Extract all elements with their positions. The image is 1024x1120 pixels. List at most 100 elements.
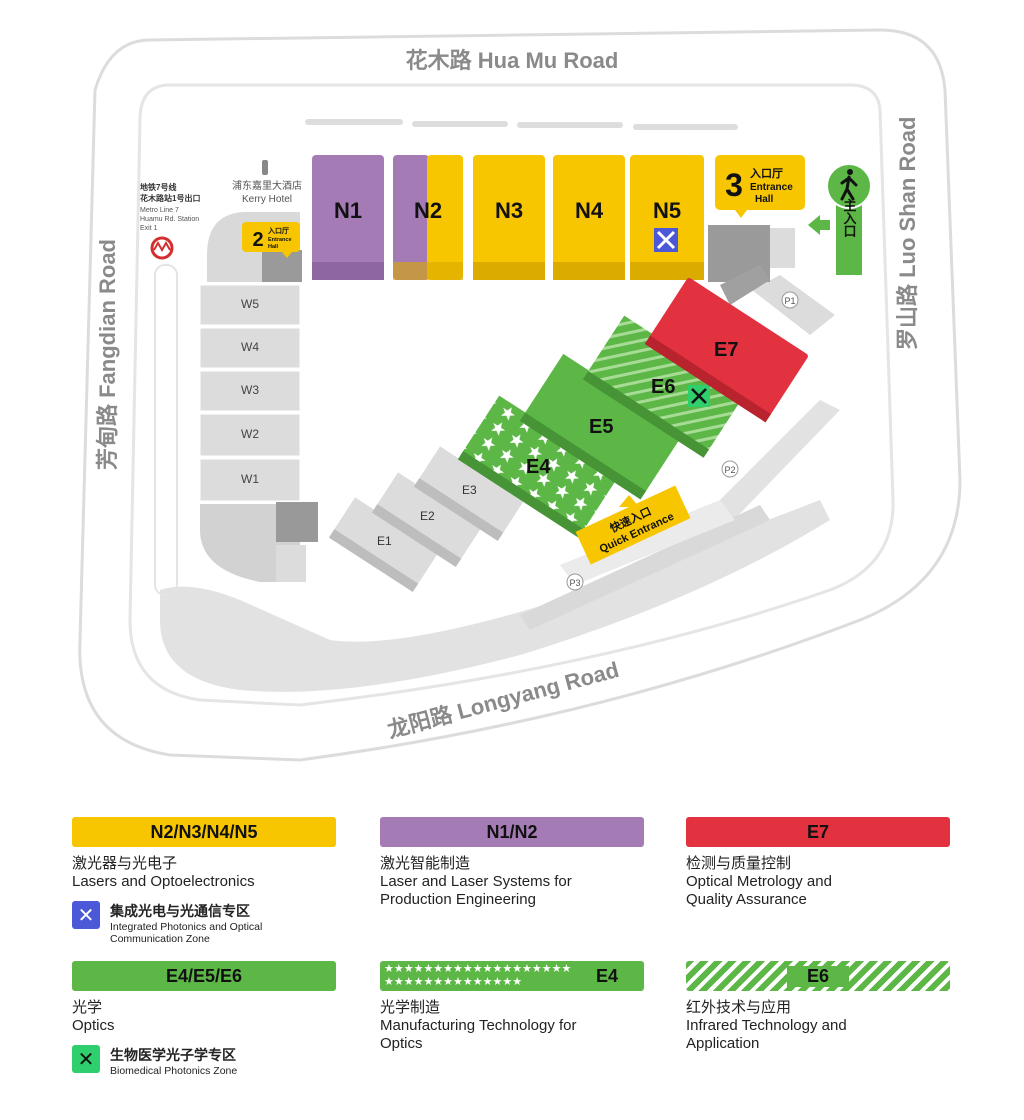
legend-zh: 激光智能制造 <box>380 855 471 872</box>
legend-bar-e4-e6: E4/E5/E6 <box>72 961 336 991</box>
hotel-name-en: Kerry Hotel <box>242 194 292 205</box>
n-halls: N1 N2 N3 N4 N5 <box>312 155 704 280</box>
metro-station-info: 地铁7号线 花木路站1号出口 Metro Line 7 Huamu Rd. St… <box>140 182 200 232</box>
metro-icon[interactable] <box>150 236 174 260</box>
road-label-north: 花木路 Hua Mu Road <box>406 48 619 73</box>
road-label-west: 芳甸路 Fangdian Road <box>95 239 120 470</box>
legend-en: Optics <box>72 1017 115 1034</box>
svg-text:Entrance: Entrance <box>750 182 793 193</box>
inner-road <box>128 83 895 707</box>
legend-laser-systems: N1/N2 激光智能制造 Laser and Laser Systems for… <box>380 817 644 909</box>
legend-zh: 光学制造 <box>380 999 441 1016</box>
legend-bar-e4: ★★★★★★★★★★★★★★★★★★★★★★★★★★★★★★★★★ E4 <box>380 961 644 991</box>
svg-text:Metro Line 7: Metro Line 7 <box>140 207 179 214</box>
svg-text:3: 3 <box>725 167 743 203</box>
hall-w3[interactable]: W3 <box>199 370 301 412</box>
hall-e1[interactable]: E1 <box>328 497 439 593</box>
svg-text:主入口: 主入口 <box>842 198 857 238</box>
biomedical-photonics-zone-icon <box>688 385 710 407</box>
legend-zh: 检测与质量控制 <box>686 855 792 872</box>
svg-text:N4: N4 <box>575 198 604 223</box>
hall-e4[interactable]: E4 <box>457 395 620 538</box>
legend-infrared: E6 红外技术与应用 Infrared Technology and Appli… <box>686 961 950 1053</box>
hall-n5[interactable]: N5 <box>630 155 704 280</box>
svg-text:Entrance: Entrance <box>268 237 292 243</box>
entrance-hall-2[interactable]: 2 入口厅 Entrance Hall <box>242 222 300 258</box>
pedestrian-icon <box>840 169 858 201</box>
hall-n1[interactable]: N1 <box>312 155 384 280</box>
e-halls: E1 E2 E3 E4 E5 E6 E7 <box>328 277 809 593</box>
north-lane <box>305 119 738 130</box>
outer-road <box>78 28 962 762</box>
svg-text:W3: W3 <box>241 383 259 397</box>
hall-w4[interactable]: W4 <box>199 327 301 369</box>
legend-bar-n1-n2: N1/N2 <box>380 817 644 847</box>
legend-bar-label: E6 <box>786 965 850 987</box>
biomedical-photonics-zone-icon: ✕ <box>72 1045 100 1073</box>
svg-text:Huamu Rd. Station: Huamu Rd. Station <box>140 216 199 223</box>
hall-e3[interactable]: E3 <box>413 446 524 542</box>
svg-text:地铁7号线: 地铁7号线 <box>140 182 176 192</box>
hall-n3[interactable]: N3 <box>473 155 545 280</box>
arrow-up-icon <box>619 495 639 507</box>
legend-zh: 红外技术与应用 <box>686 999 792 1016</box>
hall-n2[interactable]: N2 <box>393 155 463 280</box>
svg-text:花木路站1号出口: 花木路站1号出口 <box>140 193 200 203</box>
arrow-left-icon <box>808 215 830 235</box>
zone-zh: 集成光电与光通信专区 <box>110 903 250 919</box>
integrated-photonics-zone-icon <box>654 228 678 252</box>
legend-bar-n2-n5: N2/N3/N4/N5 <box>72 817 336 847</box>
svg-text:N1: N1 <box>334 198 362 223</box>
hall-e7[interactable]: E7 <box>644 277 809 423</box>
hall-w5[interactable]: W5 <box>199 284 301 326</box>
svg-text:Exit 1: Exit 1 <box>140 225 158 232</box>
parking-p3: P3 <box>569 578 580 588</box>
svg-text:E1: E1 <box>377 534 392 548</box>
svg-text:W1: W1 <box>241 472 259 486</box>
svg-text:E2: E2 <box>420 509 435 523</box>
svg-text:Hall: Hall <box>755 194 774 205</box>
legend-zh: 激光器与光电子 <box>72 855 178 872</box>
venue-map: 花木路 Hua Mu Road 罗山路 Luo Shan Road 芳甸路 Fa… <box>78 28 962 762</box>
parking-areas <box>160 400 840 692</box>
legend-bar-label: E4 <box>595 965 619 986</box>
hall-e2[interactable]: E2 <box>371 472 482 568</box>
hall-w2[interactable]: W2 <box>199 413 301 457</box>
hall-w1[interactable]: W1 <box>199 458 301 502</box>
hall-n4[interactable]: N4 <box>553 155 625 280</box>
legend-lasers: N2/N3/N4/N5 激光器与光电子 Lasers and Optoelect… <box>72 817 336 945</box>
svg-text:E4: E4 <box>526 456 551 478</box>
svg-text:N5: N5 <box>653 198 681 223</box>
svg-text:W2: W2 <box>241 427 259 441</box>
legend-en: Lasers and Optoelectronics <box>72 873 255 890</box>
svg-text:N2: N2 <box>414 198 442 223</box>
zone-en: Integrated Photonics and Optical Communi… <box>110 921 263 945</box>
hall-e6[interactable]: E6 <box>582 315 745 458</box>
main-entrance[interactable]: 主入口 <box>808 163 872 275</box>
legend-bar-e7: E7 <box>686 817 950 847</box>
hotel-name-zh: 浦东嘉里大酒店 <box>232 179 302 192</box>
svg-text:2: 2 <box>252 229 263 251</box>
legend-en: Infrared Technology and Application <box>686 1017 847 1052</box>
svg-text:Hall: Hall <box>268 244 279 250</box>
svg-text:E6: E6 <box>651 376 675 398</box>
svg-text:E5: E5 <box>589 416 613 438</box>
hall-e5[interactable]: E5 <box>519 353 685 500</box>
legend-en: Manufacturing Technology for Optics <box>380 1017 577 1052</box>
legend-metrology: E7 检测与质量控制 Optical Metrology and Quality… <box>686 817 950 909</box>
w-halls: W5 W4 W3 W2 W1 <box>199 284 318 582</box>
integrated-photonics-zone-icon: ✕ <box>72 901 100 929</box>
svg-text:E7: E7 <box>714 339 738 361</box>
svg-text:入口厅: 入口厅 <box>267 227 289 235</box>
svg-text:N3: N3 <box>495 198 523 223</box>
zone-zh: 生物医学光子学专区 <box>110 1047 236 1063</box>
legend-zh: 光学 <box>72 999 103 1016</box>
star-pattern: ★★★★★★★★★★★★★★★★★★★★★★★★★★★★★★★★★ <box>384 963 572 988</box>
entrance-hall-3[interactable]: 3 入口厅 Entrance Hall <box>715 155 805 218</box>
svg-text:W5: W5 <box>241 297 259 311</box>
parking-p2: P2 <box>724 465 735 475</box>
legend-bar-e6: E6 <box>686 961 950 991</box>
